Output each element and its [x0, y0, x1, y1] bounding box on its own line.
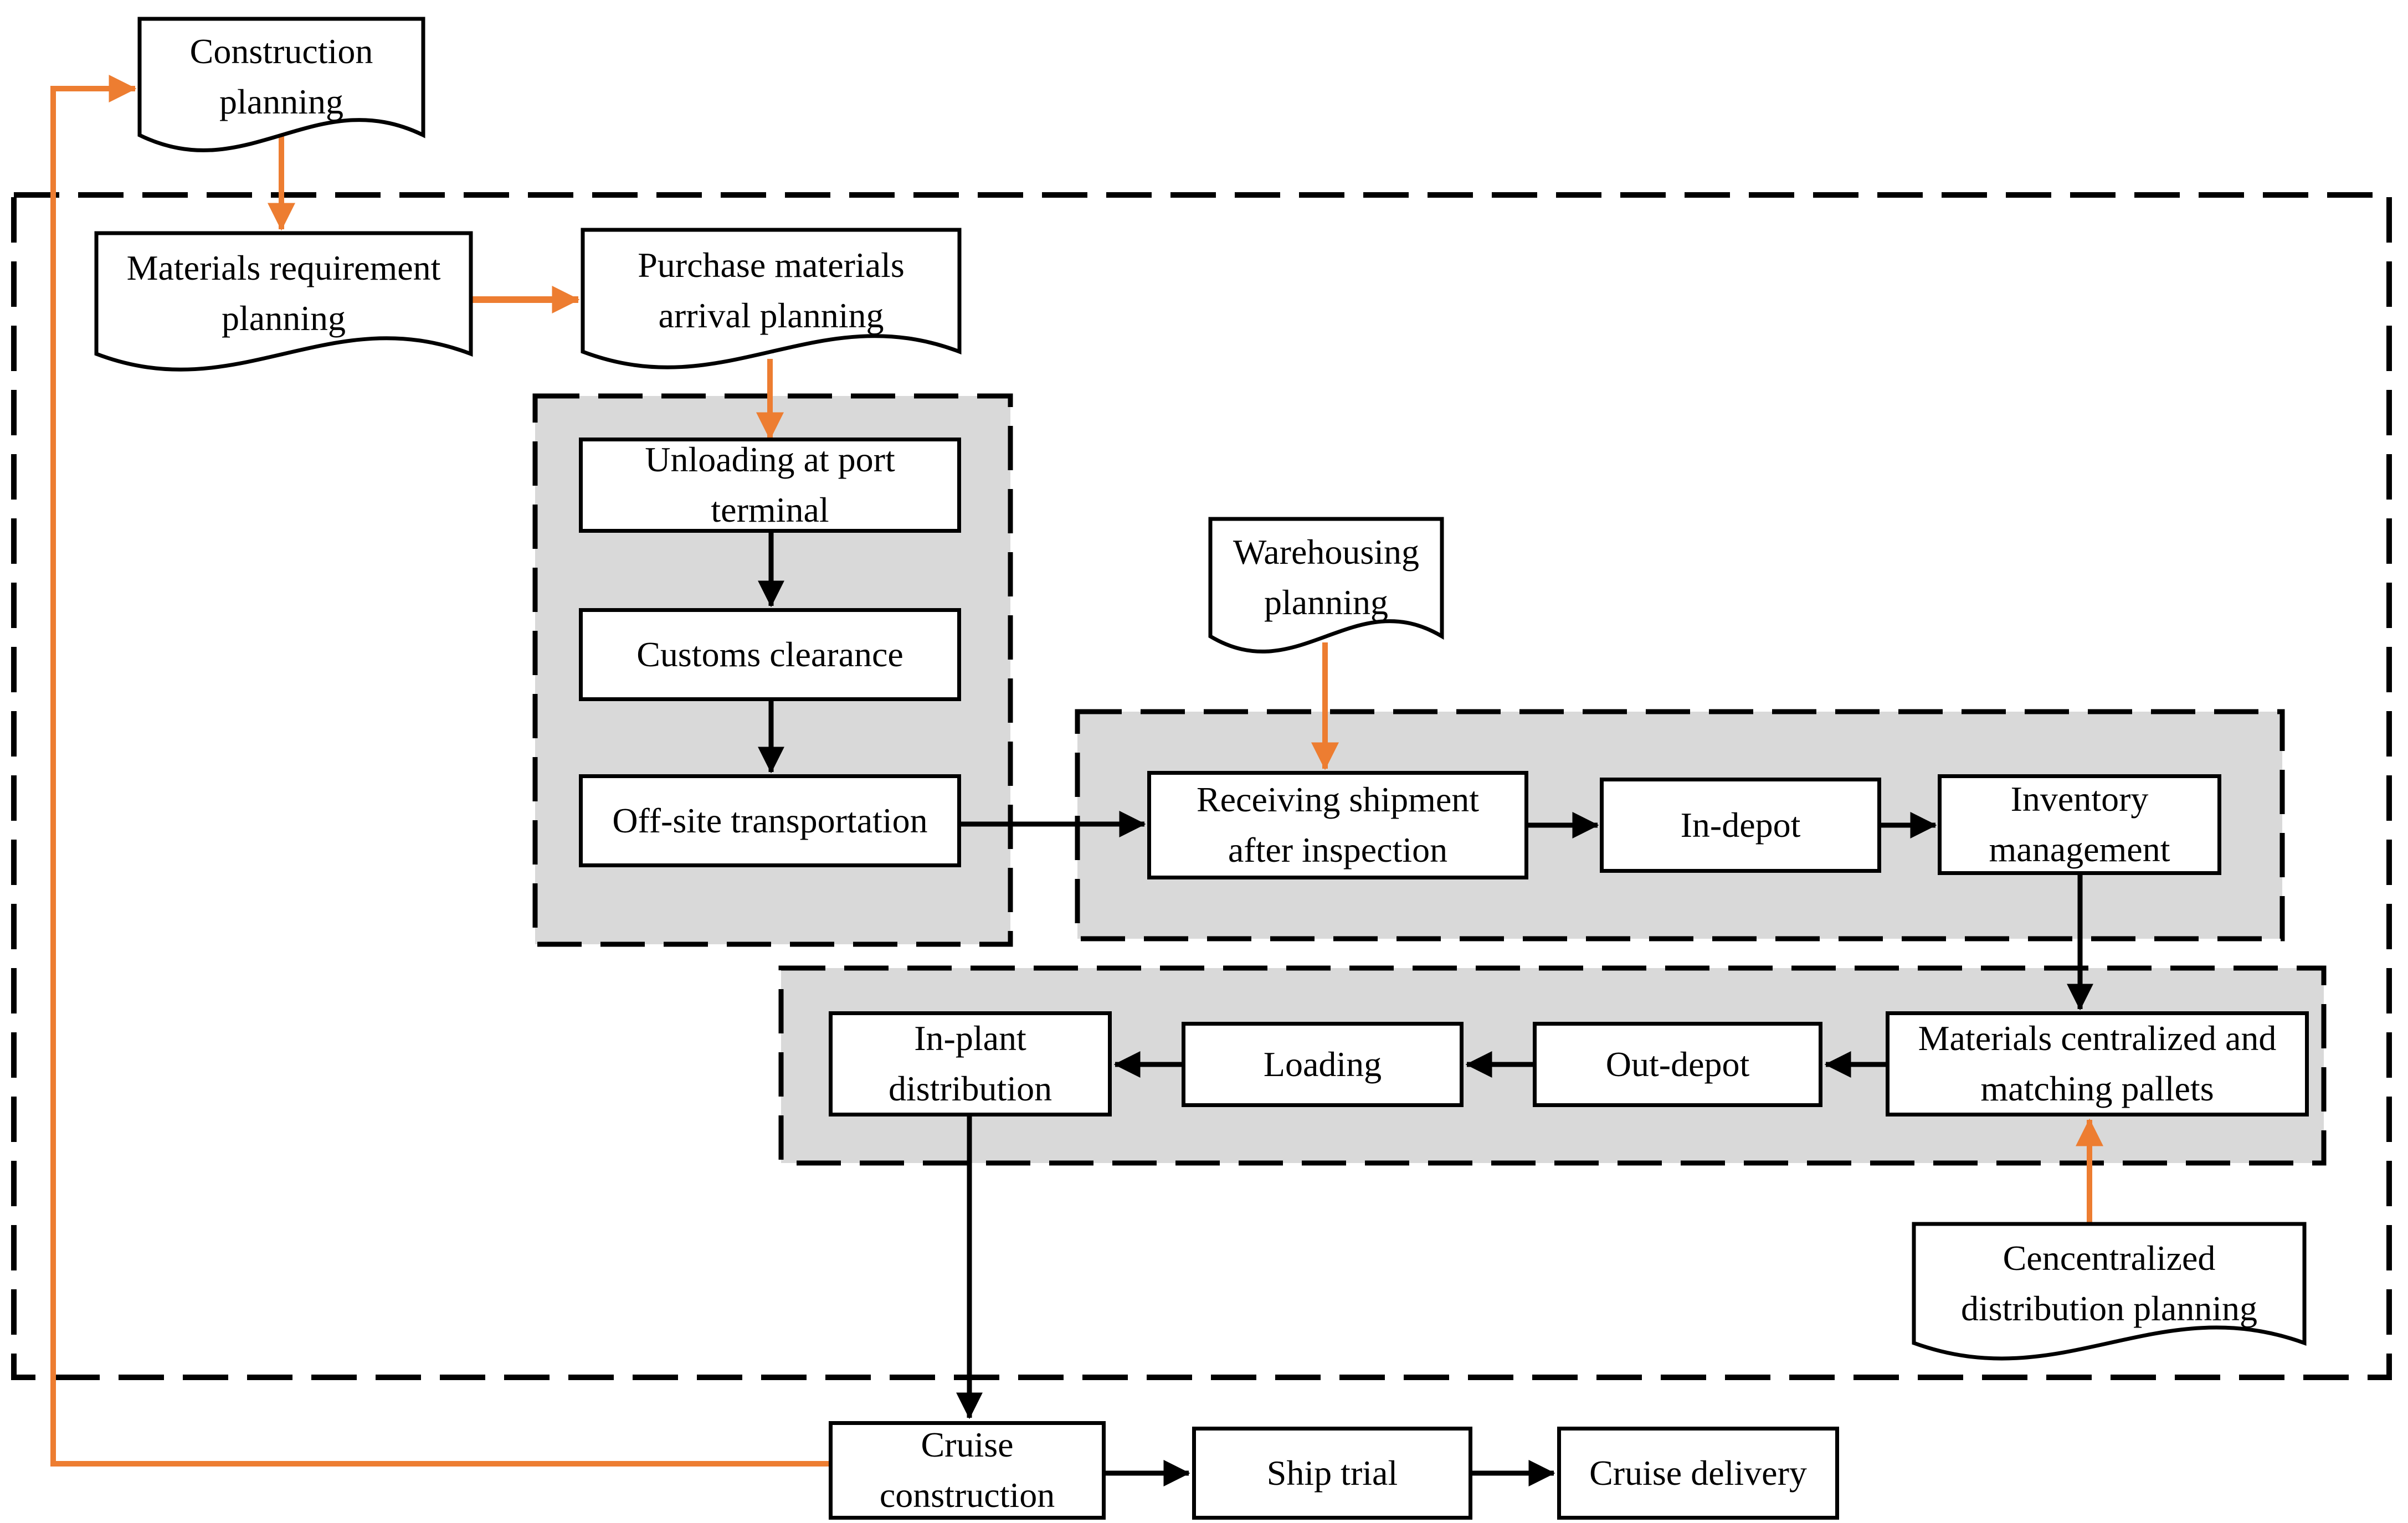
- process-label: Inventory management: [1989, 779, 2170, 869]
- process-label: Cruise construction: [879, 1425, 1055, 1515]
- doc-purchase-materials-arrival-planning-label: Purchase materials arrival planning: [638, 245, 905, 335]
- process-in-plant-distribution: In-plant distribution: [829, 1011, 1112, 1116]
- process-out-depot: Out-depot: [1533, 1022, 1822, 1107]
- system-boundary: [11, 192, 2392, 1380]
- document-shape-icon: [137, 17, 425, 152]
- process-cruise-delivery: Cruise delivery: [1557, 1427, 1839, 1520]
- process-label: In-plant distribution: [888, 1018, 1052, 1108]
- doc-purchase-materials-arrival-planning: Purchase materials arrival planning: [581, 228, 962, 369]
- process-label: Customs clearance: [636, 634, 903, 674]
- process-label: Cruise delivery: [1589, 1453, 1807, 1493]
- process-offsite-transportation: Off-site transportation: [579, 774, 961, 867]
- doc-centralized-distribution-planning: Cencentralized distribution planning: [1912, 1222, 2307, 1361]
- document-shape-icon: [94, 231, 473, 372]
- process-materials-centralized-matching-pallets: Materials centralized and matching palle…: [1886, 1011, 2309, 1116]
- doc-materials-requirement-planning: Materials requirement planning: [94, 231, 473, 372]
- doc-construction-planning: Construction planning: [137, 17, 425, 152]
- process-label: Ship trial: [1266, 1453, 1398, 1493]
- process-label: Unloading at port terminal: [645, 440, 895, 529]
- document-shape-icon: [581, 228, 962, 369]
- process-customs-clearance: Customs clearance: [579, 608, 961, 701]
- process-label: Materials centralized and matching palle…: [1918, 1018, 2277, 1108]
- process-label: Out-depot: [1605, 1044, 1750, 1084]
- process-label: Loading: [1263, 1044, 1382, 1084]
- doc-centralized-distribution-planning-label: Cencentralized distribution planning: [1960, 1238, 2258, 1328]
- doc-warehousing-planning-label: Warehousing planning: [1233, 532, 1420, 622]
- doc-warehousing-planning: Warehousing planning: [1208, 517, 1444, 654]
- process-loading: Loading: [1182, 1022, 1464, 1107]
- process-ship-trial: Ship trial: [1192, 1427, 1472, 1520]
- document-shape-icon: [1912, 1222, 2307, 1361]
- process-label: In-depot: [1680, 805, 1801, 845]
- process-unloading-at-port-terminal: Unloading at port terminal: [579, 438, 961, 533]
- process-inventory-management: Inventory management: [1938, 774, 2221, 875]
- process-cruise-construction: Cruise construction: [829, 1421, 1106, 1520]
- process-receiving-shipment-after-inspection: Receiving shipment after inspection: [1147, 771, 1528, 879]
- process-in-depot: In-depot: [1600, 778, 1881, 873]
- doc-materials-requirement-planning-label: Materials requirement planning: [126, 248, 441, 338]
- process-label: Off-site transportation: [612, 800, 928, 840]
- process-label: Receiving shipment after inspection: [1196, 780, 1480, 869]
- edge-cruise-feedback-to-construction-arrow: [50, 75, 829, 1467]
- doc-construction-planning-label: Construction planning: [189, 32, 373, 121]
- document-shape-icon: [1208, 517, 1444, 654]
